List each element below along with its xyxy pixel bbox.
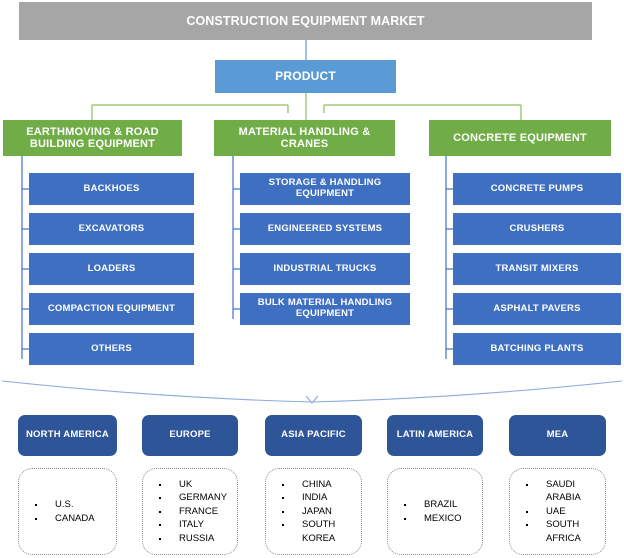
category-node-label: CONCRETE EQUIPMENT: [453, 131, 587, 144]
root-node-construction-equipment-market[interactable]: CONSTRUCTION EQUIPMENT MARKET: [19, 2, 592, 40]
region-node-asia-pacific[interactable]: ASIA PACIFIC: [265, 415, 362, 456]
leaf-node-industrial-trucks[interactable]: INDUSTRIAL TRUCKS: [240, 253, 410, 285]
region-node-label: ASIA PACIFIC: [281, 429, 346, 441]
leaf-node-excavators[interactable]: EXCAVATORS: [29, 213, 194, 245]
leaf-node-others[interactable]: OTHERS: [29, 333, 194, 365]
leaf-node-loaders[interactable]: LOADERS: [29, 253, 194, 285]
region-node-europe[interactable]: EUROPE: [142, 415, 238, 456]
country-list-item: INDIA: [280, 491, 335, 504]
product-node-label: PRODUCT: [275, 68, 336, 83]
category-node-material-handling-cranes[interactable]: MATERIAL HANDLING & CRANES: [214, 120, 395, 156]
country-list-item: CHINA: [280, 478, 335, 491]
country-list-item: SAUDI ARABIA: [524, 478, 581, 505]
leaf-node-backhoes[interactable]: BACKHOES: [29, 173, 194, 205]
country-list: UK GERMANY FRANCE ITALY RUSSIA: [157, 478, 227, 545]
leaf-node-label: CRUSHERS: [509, 222, 565, 234]
country-list-item: U.S.: [33, 498, 95, 511]
region-node-label: LATIN AMERICA: [396, 429, 474, 441]
leaf-node-storage-handling-equipment[interactable]: STORAGE & HANDLING EQUIPMENT: [240, 173, 410, 205]
country-list-item: BRAZIL: [402, 498, 461, 511]
country-list-item: UK: [157, 478, 227, 491]
country-card-mea: SAUDI ARABIA UAE SOUTH AFRICA: [509, 468, 606, 555]
leaf-node-label: LOADERS: [87, 262, 136, 274]
country-list-item: MEXICO: [402, 512, 461, 525]
product-node[interactable]: PRODUCT: [215, 60, 396, 93]
country-list-item: GERMANY: [157, 491, 227, 504]
country-list-item: JAPAN: [280, 505, 335, 518]
leaf-node-label: OTHERS: [91, 342, 132, 354]
leaf-node-label: EXCAVATORS: [78, 222, 145, 234]
country-list-item: SOUTH AFRICA: [524, 518, 581, 545]
leaf-node-label: CONCRETE PUMPS: [490, 182, 584, 194]
leaf-node-compaction-equipment[interactable]: COMPACTION EQUIPMENT: [29, 293, 194, 325]
leaf-node-transit-mixers[interactable]: TRANSIT MIXERS: [453, 253, 621, 285]
leaf-node-label: STORAGE & HANDLING EQUIPMENT: [268, 177, 382, 199]
region-node-label: NORTH AMERICA: [26, 429, 109, 441]
leaf-node-crushers[interactable]: CRUSHERS: [453, 213, 621, 245]
category-node-concrete-equipment[interactable]: CONCRETE EQUIPMENT: [429, 120, 611, 156]
leaf-node-asphalt-pavers[interactable]: ASPHALT PAVERS: [453, 293, 621, 325]
country-list: SAUDI ARABIA UAE SOUTH AFRICA: [524, 478, 581, 545]
country-card-north-america: U.S. CANADA: [18, 468, 117, 555]
country-list-item: FRANCE: [157, 505, 227, 518]
country-list: CHINA INDIA JAPAN SOUTH KOREA: [280, 478, 335, 545]
leaf-node-label: BATCHING PLANTS: [490, 342, 584, 354]
region-node-mea[interactable]: MEA: [509, 415, 606, 456]
region-node-label: MEA: [546, 429, 569, 441]
country-list-item: UAE: [524, 505, 581, 518]
region-node-label: EUROPE: [169, 429, 211, 441]
country-list: BRAZIL MEXICO: [402, 498, 461, 525]
root-node-label: CONSTRUCTION EQUIPMENT MARKET: [186, 14, 425, 28]
category-node-earthmoving-road-building-equipment[interactable]: EARTHMOVING & ROAD BUILDING EQUIPMENT: [3, 120, 182, 156]
country-list-item: SOUTH KOREA: [280, 518, 335, 545]
country-card-latin-america: BRAZIL MEXICO: [387, 468, 483, 555]
country-list: U.S. CANADA: [33, 498, 95, 525]
country-list-item: RUSSIA: [157, 532, 227, 545]
leaf-node-label: COMPACTION EQUIPMENT: [47, 302, 176, 314]
country-list-item: ITALY: [157, 518, 227, 531]
leaf-node-label: INDUSTRIAL TRUCKS: [273, 262, 377, 274]
leaf-node-batching-plants[interactable]: BATCHING PLANTS: [453, 333, 621, 365]
leaf-node-bulk-material-handling-equipment[interactable]: BULK MATERIAL HANDLING EQUIPMENT: [240, 293, 410, 325]
leaf-node-label: TRANSIT MIXERS: [495, 262, 579, 274]
leaf-node-concrete-pumps[interactable]: CONCRETE PUMPS: [453, 173, 621, 205]
country-card-europe: UK GERMANY FRANCE ITALY RUSSIA: [142, 468, 238, 555]
leaf-node-label: ASPHALT PAVERS: [493, 302, 581, 314]
region-node-latin-america[interactable]: LATIN AMERICA: [387, 415, 483, 456]
category-node-label: MATERIAL HANDLING & CRANES: [238, 125, 371, 150]
leaf-node-label: ENGINEERED SYSTEMS: [267, 222, 383, 234]
leaf-node-label: BACKHOES: [83, 182, 140, 194]
country-list-item: CANADA: [33, 512, 95, 525]
region-node-north-america[interactable]: NORTH AMERICA: [18, 415, 117, 456]
leaf-node-engineered-systems[interactable]: ENGINEERED SYSTEMS: [240, 213, 410, 245]
category-node-label: EARTHMOVING & ROAD BUILDING EQUIPMENT: [26, 125, 159, 150]
leaf-node-label: BULK MATERIAL HANDLING EQUIPMENT: [257, 297, 393, 319]
country-card-asia-pacific: CHINA INDIA JAPAN SOUTH KOREA: [265, 468, 362, 555]
